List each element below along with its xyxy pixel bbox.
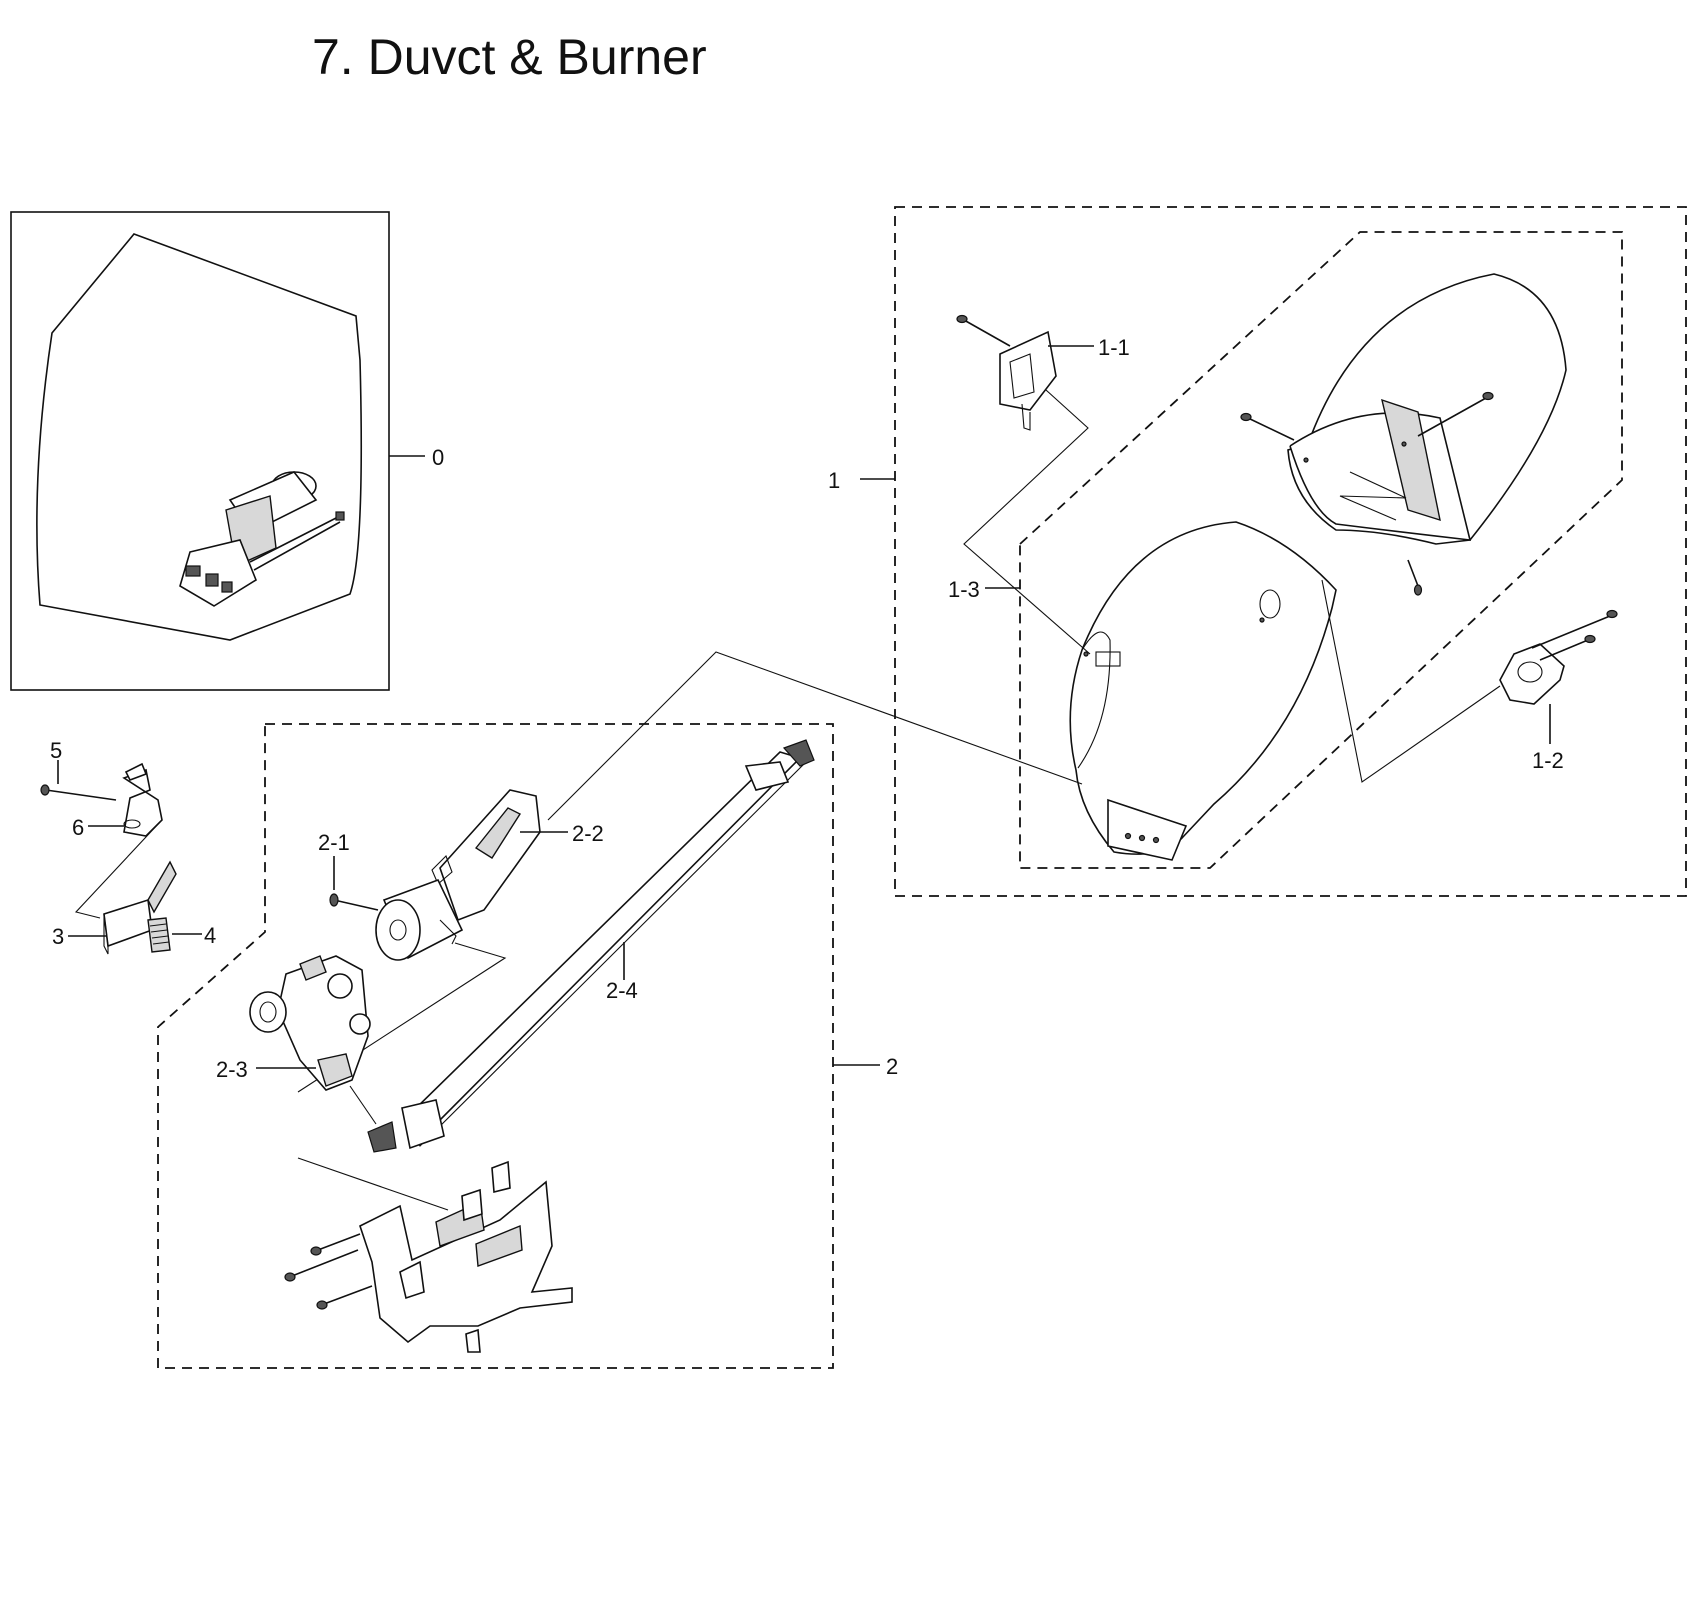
assembly-guide-1-2 [1321, 579, 1501, 783]
group-2-dashed-boundary [157, 723, 834, 1369]
screw-5 [40, 784, 117, 801]
clamp-1-2 [1499, 609, 1618, 705]
burner-mounting-bracket [284, 1160, 573, 1353]
bracket-6 [122, 762, 163, 837]
callout-1-3: 1-3 [948, 577, 980, 602]
igniter-2-1 [329, 878, 464, 961]
callout-5: 5 [50, 738, 62, 763]
group-1-dashed-boundary [894, 206, 1687, 897]
duct-tube-lower [1069, 521, 1337, 861]
callout-2-2: 2-2 [572, 821, 604, 846]
burner-tube-2-4 [367, 739, 815, 1153]
callout-2-4: 2-4 [606, 978, 638, 1003]
assembly-guide-bracket [297, 1157, 449, 1211]
flame-sensor-3 [103, 860, 177, 955]
gas-valve-2-3 [249, 955, 371, 1091]
callout-2-1: 2-1 [318, 830, 350, 855]
callout-1-1: 1-1 [1098, 335, 1130, 360]
assembly-overview-panel [10, 211, 390, 691]
page-title: 7. Duvct & Burner [312, 29, 707, 85]
assembly-guide-1-1 [963, 389, 1091, 655]
callout-2: 2 [886, 1054, 898, 1079]
burner-assembly-miniature [179, 471, 345, 607]
assembly-guide-6 [74, 821, 161, 919]
assembly-guide-2-1 [297, 942, 507, 1093]
callout-1-2: 1-2 [1532, 748, 1564, 773]
group-1-3-dashed-boundary [1019, 231, 1623, 869]
callout-6: 6 [72, 815, 84, 840]
callout-0: 0 [432, 445, 444, 470]
valve-outlet-link [349, 1085, 377, 1125]
callout-4: 4 [204, 923, 216, 948]
bracket-1-1 [956, 314, 1057, 431]
callout-3: 3 [52, 924, 64, 949]
gasket-4 [147, 917, 171, 953]
callout-2-3: 2-3 [216, 1057, 248, 1082]
overview-frame [10, 211, 390, 691]
callout-1: 1 [828, 468, 840, 493]
dryer-cabinet-outline [36, 233, 363, 641]
duct-tube-upper [1287, 273, 1567, 545]
duct-screws [1240, 391, 1494, 596]
assembly-guide-burner-to-duct [547, 651, 1083, 821]
